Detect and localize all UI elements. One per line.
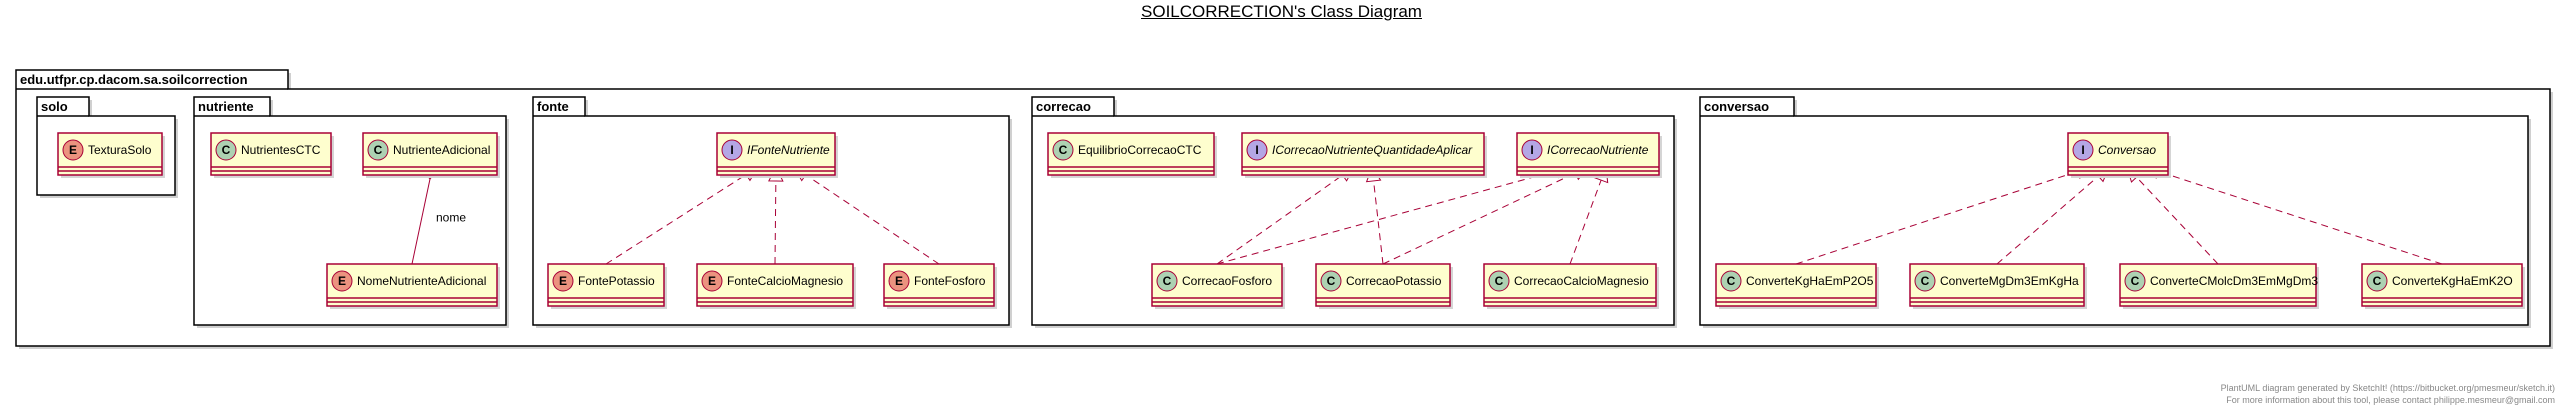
- class-correcao-calcio-magnesio: C CorrecaoCalcioMagnesio: [1483, 263, 1659, 309]
- class-correcao-calcio-magnesio-stereotype-icon: [1488, 270, 1510, 292]
- class-icorrecao-nutriente: I ICorrecaoNutriente: [1516, 132, 1662, 178]
- class-correcao-fosforo: C CorrecaoFosforo: [1151, 263, 1285, 309]
- class-converte-kg-ha-em-p2-o5: C ConverteKgHaEmP2O5: [1715, 263, 1879, 309]
- class-textura-solo-stereotype-icon: [62, 139, 84, 161]
- class-converte-mg-dm3-em-kg-ha-stereotype: C: [1921, 274, 1930, 288]
- class-fonte-fosforo-stereotype: E: [895, 274, 903, 288]
- footer-generator-note: PlantUML diagram generated by SketchIt! …: [2220, 383, 2555, 393]
- class-icorrecao-nutriente-name: ICorrecaoNutriente: [1547, 143, 1649, 157]
- class-equilibrio-correcao-ctc: C EquilibrioCorrecaoCTC: [1047, 132, 1217, 178]
- class-icorrecao-nutriente-quantidade-aplicar-stereotype: I: [1255, 143, 1258, 157]
- class-ifonte-nutriente-stereotype-icon: [721, 139, 743, 161]
- class-nutrientes-ctc-stereotype: C: [222, 143, 231, 157]
- class-correcao-fosforo-stereotype: C: [1163, 274, 1172, 288]
- class-nome-nutriente-adicional-stereotype-icon: [331, 270, 353, 292]
- class-fonte-fosforo-stereotype-icon: [888, 270, 910, 292]
- class-converte-kg-ha-em-k2-o-name: ConverteKgHaEmK2O: [2392, 274, 2513, 288]
- class-ifonte-nutriente-stereotype: I: [730, 143, 733, 157]
- class-icorrecao-nutriente-quantidade-aplicar-stereotype-icon: [1246, 139, 1268, 161]
- class-correcao-potassio-stereotype-icon: [1320, 270, 1342, 292]
- class-converte-cmolc-dm3-em-mg-dm3-stereotype-icon: [2124, 270, 2146, 292]
- class-converte-kg-ha-em-p2-o5-stereotype-icon: [1720, 270, 1742, 292]
- diagram-title: SOILCORRECTION's Class Diagram: [1141, 2, 1422, 21]
- class-nutrientes-ctc-name: NutrientesCTC: [241, 143, 321, 157]
- class-nutrientes-ctc: C NutrientesCTC: [210, 132, 334, 178]
- package-outer-label: edu.utfpr.cp.dacom.sa.soilcorrection: [20, 72, 248, 87]
- class-fonte-potassio-stereotype: E: [559, 274, 567, 288]
- class-fonte-fosforo: E FonteFosforo: [883, 263, 997, 309]
- class-textura-solo-name: TexturaSolo: [88, 143, 152, 157]
- class-converte-kg-ha-em-k2-o-stereotype-icon: [2366, 270, 2388, 292]
- class-ifonte-nutriente-name: IFonteNutriente: [747, 143, 830, 157]
- class-converte-mg-dm3-em-kg-ha-stereotype-icon: [1914, 270, 1936, 292]
- class-nome-nutriente-adicional: E NomeNutrienteAdicional: [326, 263, 500, 309]
- class-correcao-potassio: C CorrecaoPotassio: [1315, 263, 1453, 309]
- class-nome-nutriente-adicional-name: NomeNutrienteAdicional: [357, 274, 486, 288]
- class-nutriente-adicional-stereotype-icon: [367, 139, 389, 161]
- class-converte-mg-dm3-em-kg-ha: C ConverteMgDm3EmKgHa: [1909, 263, 2087, 309]
- class-fonte-calcio-magnesio: E FonteCalcioMagnesio: [696, 263, 856, 309]
- class-equilibrio-correcao-ctc-stereotype: C: [1059, 143, 1068, 157]
- class-nome-nutriente-adicional-stereotype: E: [338, 274, 346, 288]
- class-textura-solo-stereotype: E: [69, 143, 77, 157]
- class-fonte-calcio-magnesio-stereotype-icon: [701, 270, 723, 292]
- class-conversao: I Conversao: [2067, 132, 2171, 178]
- class-fonte-potassio-name: FontePotassio: [578, 274, 655, 288]
- class-fonte-calcio-magnesio-name: FonteCalcioMagnesio: [727, 274, 843, 288]
- class-correcao-fosforo-name: CorrecaoFosforo: [1182, 274, 1272, 288]
- package-nutriente-label: nutriente: [198, 99, 254, 114]
- footer-contact-note: For more information about this tool, pl…: [2226, 395, 2555, 405]
- package-conversao-label: conversao: [1704, 99, 1769, 114]
- class-correcao-calcio-magnesio-stereotype: C: [1495, 274, 1504, 288]
- class-nutriente-adicional-stereotype: C: [374, 143, 383, 157]
- class-converte-mg-dm3-em-kg-ha-name: ConverteMgDm3EmKgHa: [1940, 274, 2079, 288]
- class-icorrecao-nutriente-stereotype: I: [1530, 143, 1533, 157]
- class-converte-cmolc-dm3-em-mg-dm3-stereotype: C: [2131, 274, 2140, 288]
- class-converte-kg-ha-em-p2-o5-name: ConverteKgHaEmP2O5: [1746, 274, 1874, 288]
- class-equilibrio-correcao-ctc-name: EquilibrioCorrecaoCTC: [1078, 143, 1202, 157]
- class-conversao-stereotype-icon: [2072, 139, 2094, 161]
- footer: PlantUML diagram generated by SketchIt! …: [2221, 382, 2555, 406]
- package-solo-label: solo: [41, 99, 68, 114]
- class-nutriente-adicional: C NutrienteAdicional: [362, 132, 500, 178]
- class-nutriente-adicional-name: NutrienteAdicional: [393, 143, 490, 157]
- class-nutrientes-ctc-stereotype-icon: [215, 139, 237, 161]
- class-fonte-fosforo-name: FonteFosforo: [914, 274, 986, 288]
- class-conversao-name: Conversao: [2098, 143, 2156, 157]
- class-fonte-calcio-magnesio-stereotype: E: [708, 274, 716, 288]
- class-icorrecao-nutriente-quantidade-aplicar: I ICorrecaoNutrienteQuantidadeAplicar: [1241, 132, 1487, 178]
- class-correcao-potassio-name: CorrecaoPotassio: [1346, 274, 1442, 288]
- class-textura-solo: E TexturaSolo: [57, 132, 165, 178]
- class-correcao-fosforo-stereotype-icon: [1156, 270, 1178, 292]
- class-equilibrio-correcao-ctc-stereotype-icon: [1052, 139, 1074, 161]
- class-converte-kg-ha-em-k2-o: C ConverteKgHaEmK2O: [2361, 263, 2525, 309]
- class-converte-kg-ha-em-p2-o5-stereotype: C: [1727, 274, 1736, 288]
- class-icorrecao-nutriente-stereotype-icon: [1521, 139, 1543, 161]
- package-correcao-label: correcao: [1036, 99, 1091, 114]
- package-fonte-label: fonte: [537, 99, 569, 114]
- class-correcao-potassio-stereotype: C: [1327, 274, 1336, 288]
- class-fonte-potassio: E FontePotassio: [547, 263, 667, 309]
- class-fonte-potassio-stereotype-icon: [552, 270, 574, 292]
- class-conversao-stereotype: I: [2081, 143, 2084, 157]
- relation-label-nome: nome: [436, 211, 466, 225]
- class-ifonte-nutriente: I IFonteNutriente: [716, 132, 838, 178]
- class-converte-cmolc-dm3-em-mg-dm3: C ConverteCMolcDm3EmMgDm3: [2119, 263, 2319, 309]
- class-converte-cmolc-dm3-em-mg-dm3-name: ConverteCMolcDm3EmMgDm3: [2150, 274, 2318, 288]
- class-correcao-calcio-magnesio-name: CorrecaoCalcioMagnesio: [1514, 274, 1649, 288]
- class-icorrecao-nutriente-quantidade-aplicar-name: ICorrecaoNutrienteQuantidadeAplicar: [1272, 143, 1473, 157]
- class-converte-kg-ha-em-k2-o-stereotype: C: [2373, 274, 2382, 288]
